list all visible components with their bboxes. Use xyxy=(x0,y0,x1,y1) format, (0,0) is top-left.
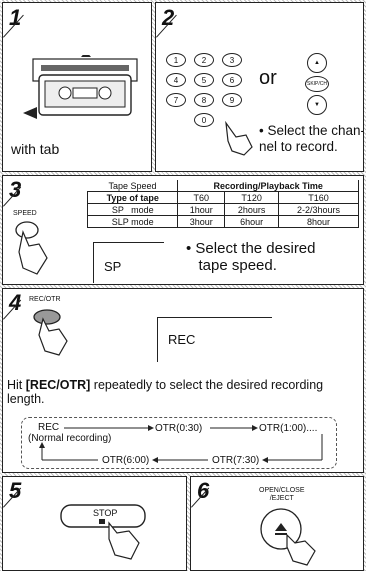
skip-ch-button[interactable]: SKIP/CH xyxy=(305,76,329,92)
eject-button-icon[interactable] xyxy=(259,507,329,567)
key-9[interactable]: 9 xyxy=(222,93,242,107)
rec-display: REC xyxy=(157,317,272,362)
instruction-key: [REC/OTR] xyxy=(25,378,91,392)
key-2[interactable]: 2 xyxy=(194,53,214,67)
time-cell: 6hour xyxy=(224,215,280,228)
time-cell: 3hour xyxy=(177,215,226,228)
key-8[interactable]: 8 xyxy=(194,93,214,107)
time-cell: 2-2/3hours xyxy=(278,203,359,216)
step-number: 2 xyxy=(162,5,175,30)
otr-0-30: OTR(0:30) xyxy=(155,423,203,434)
step-4-panel: 4 REC/OTR REC Hit [REC/OTR] repeatedly t… xyxy=(2,288,364,473)
speed-display-text: SP xyxy=(104,259,122,274)
speed-button-label: SPEED xyxy=(13,210,37,217)
mode-cell: SP mode xyxy=(86,203,179,216)
step-6-panel: 6 OPEN/CLOSE /EJECT xyxy=(190,476,364,571)
blank-area xyxy=(366,0,377,571)
key-4[interactable]: 4 xyxy=(166,73,186,87)
time-cell: 1hour xyxy=(177,203,226,216)
step-3-panel: 3 SPEED Tape Speed Recording/Playback Ti… xyxy=(2,175,364,285)
tape-type-cell: T60 xyxy=(177,191,226,204)
header-tape-speed: Tape Speed xyxy=(87,180,179,192)
instruction-text: Hit xyxy=(7,378,26,392)
otr-rec: REC xyxy=(38,422,60,433)
tab-caption: with tab xyxy=(11,141,60,157)
time-cell: 8hour xyxy=(278,215,359,228)
number-keypad: 1 2 3 4 5 6 7 8 9 0 xyxy=(166,53,244,127)
step-1-panel: 1 with tab xyxy=(2,2,152,172)
key-6[interactable]: 6 xyxy=(222,73,242,87)
tape-type-cell: T160 xyxy=(278,191,359,204)
key-1[interactable]: 1 xyxy=(166,53,186,67)
step-number: 6 xyxy=(197,478,210,503)
step-number: 3 xyxy=(9,177,22,202)
speed-button-icon[interactable] xyxy=(11,218,53,280)
rec-otr-instruction: Hit [REC/OTR] repeatedly to select the d… xyxy=(7,378,357,406)
step-number: 5 xyxy=(9,478,22,503)
step-2-panel: 2 1 2 3 4 5 6 7 8 9 0 or ▲ SKIP/CH ▼ • S… xyxy=(155,2,364,172)
key-0[interactable]: 0 xyxy=(194,113,214,127)
step-number: 1 xyxy=(9,5,22,30)
key-7[interactable]: 7 xyxy=(166,93,186,107)
channel-up-button[interactable]: ▲ xyxy=(307,53,327,73)
otr-7-30: OTR(7:30) xyxy=(212,455,260,466)
step-number: 4 xyxy=(9,290,22,315)
rec-otr-button-icon[interactable] xyxy=(29,307,77,357)
rec-display-text: REC xyxy=(168,332,196,347)
otr-6-00: OTR(6:00) xyxy=(102,455,150,466)
channel-note: • Select the chan- nel to record. xyxy=(259,123,364,154)
stop-button-icon[interactable] xyxy=(59,499,159,565)
time-cell: 2hours xyxy=(224,203,280,216)
channel-down-button[interactable]: ▼ xyxy=(307,95,327,115)
speed-note: • Select the desired tape speed. xyxy=(186,240,316,274)
channel-skip-buttons: ▲ SKIP/CH ▼ xyxy=(303,53,331,115)
header-recording-time: Recording/Playback Time xyxy=(177,180,359,192)
rec-otr-button-label: REC/OTR xyxy=(29,296,61,303)
pointing-hand-icon xyxy=(225,121,253,156)
key-5[interactable]: 5 xyxy=(194,73,214,87)
or-text: or xyxy=(259,67,277,89)
key-3[interactable]: 3 xyxy=(222,53,242,67)
tape-type-cell: T120 xyxy=(224,191,280,204)
step-5-panel: 5 STOP xyxy=(2,476,187,571)
mode-cell: SLP mode xyxy=(86,215,179,228)
tape-speed-table: Tape Speed Recording/Playback Time Type … xyxy=(86,180,359,228)
otr-normal: (Normal recording) xyxy=(28,433,112,444)
otr-cycle-diagram: REC (Normal recording) OTR(0:30) OTR(1:0… xyxy=(21,417,337,469)
instruction-text: repeatedly to select the desired recordi… xyxy=(7,378,324,406)
type-of-tape-label: Type of tape xyxy=(86,191,179,204)
vcr-cassette-illustration xyxy=(23,55,138,119)
stop-button-label: STOP xyxy=(93,508,118,518)
otr-1-00: OTR(1:00).... xyxy=(259,423,318,434)
eject-button-label: OPEN/CLOSE /EJECT xyxy=(259,487,305,502)
otr-cycle-arrows xyxy=(39,425,323,463)
speed-display: SP xyxy=(93,242,164,283)
